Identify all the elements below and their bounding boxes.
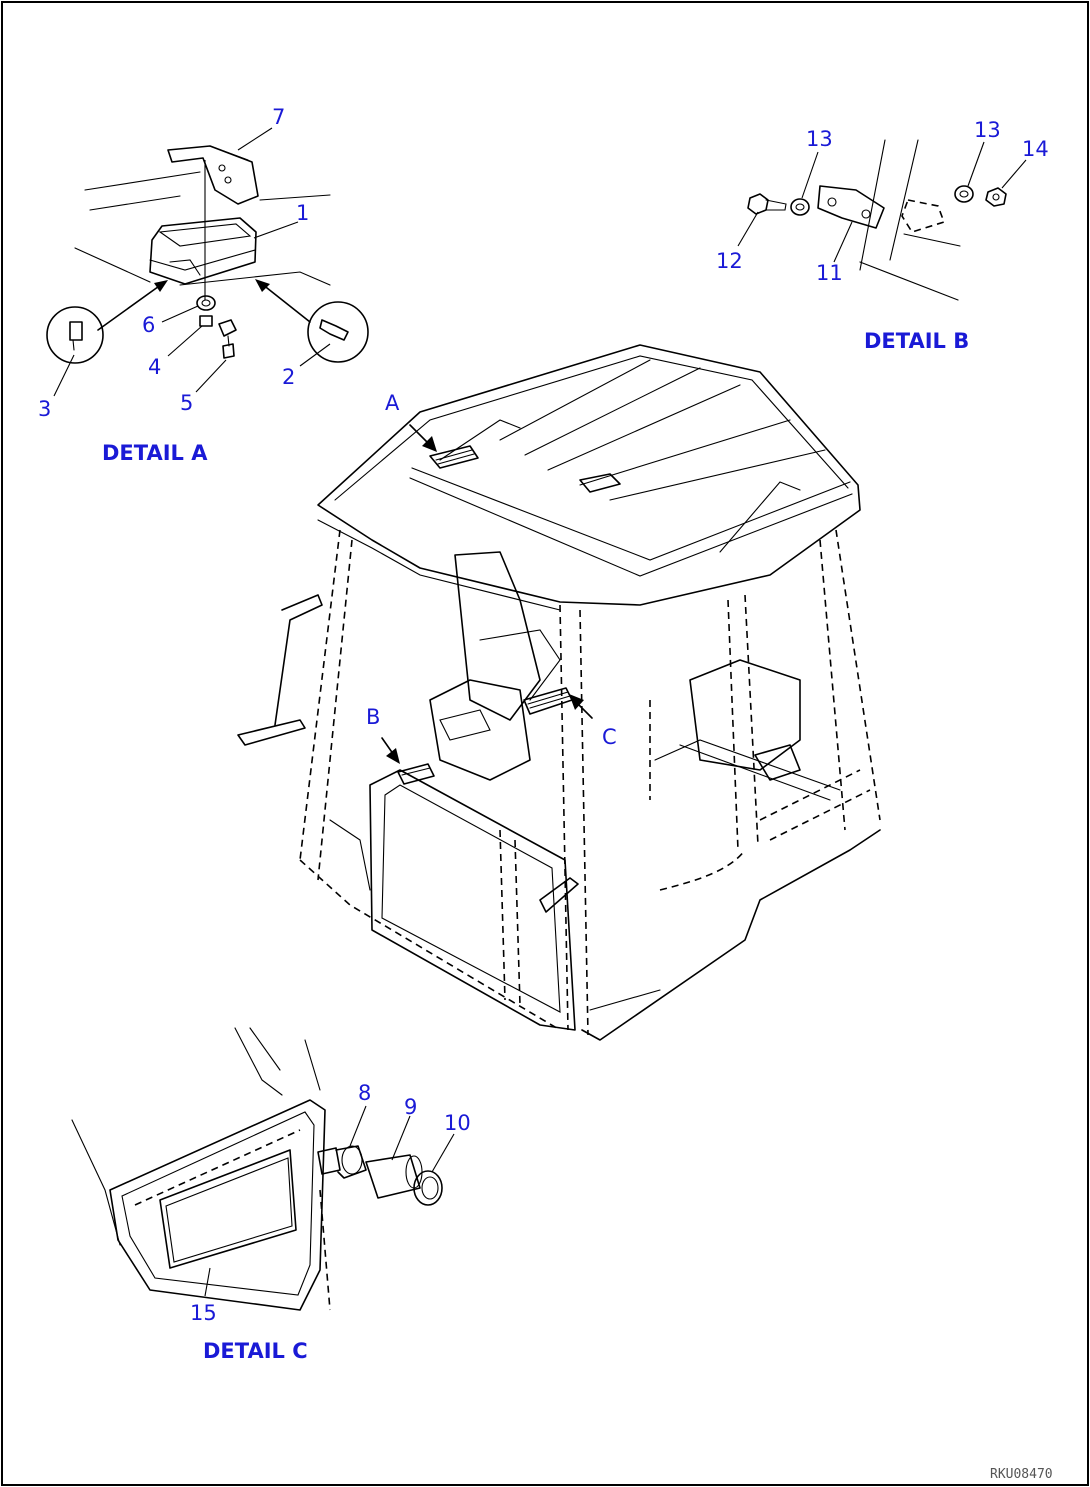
callout-a5: 5 — [180, 391, 193, 415]
leader-lines — [53, 127, 1027, 1297]
detail-b-label: DETAIL B — [864, 329, 969, 353]
callout-b13b: 13 — [974, 118, 1001, 142]
drawing-code: RKU08470 — [990, 1467, 1053, 1482]
callout-a2: 2 — [282, 365, 295, 389]
callout-a3: 3 — [38, 397, 51, 421]
marker-a: A — [385, 391, 400, 415]
callout-a4: 4 — [148, 355, 161, 379]
callout-c10: 10 — [444, 1111, 471, 1135]
callout-b13a: 13 — [806, 127, 833, 151]
callout-a7: 7 — [272, 105, 285, 129]
callout-numbers: 7 1 6 4 5 3 2 13 13 14 12 11 8 9 10 15 — [38, 105, 1049, 1325]
callout-c15: 15 — [190, 1301, 217, 1325]
location-arrows — [381, 424, 593, 764]
callout-c9: 9 — [404, 1095, 417, 1119]
callout-b14: 14 — [1022, 137, 1049, 161]
callout-b12: 12 — [716, 249, 743, 273]
marker-c: C — [602, 725, 617, 749]
callout-b11: 11 — [816, 261, 843, 285]
location-marker-labels: A B C — [366, 391, 617, 749]
detail-c-drawing — [71, 1027, 443, 1311]
detail-c-label: DETAIL C — [203, 1339, 308, 1363]
detail-b-drawing — [747, 139, 1007, 301]
detail-labels: DETAIL A DETAIL B DETAIL C — [102, 329, 969, 1363]
callout-a1: 1 — [296, 201, 309, 225]
marker-b: B — [366, 705, 380, 729]
detail-a-drawing — [46, 145, 369, 364]
callout-a6: 6 — [142, 313, 155, 337]
cab-drawing — [237, 344, 881, 1041]
detail-a-label: DETAIL A — [102, 441, 208, 465]
callout-c8: 8 — [358, 1081, 371, 1105]
